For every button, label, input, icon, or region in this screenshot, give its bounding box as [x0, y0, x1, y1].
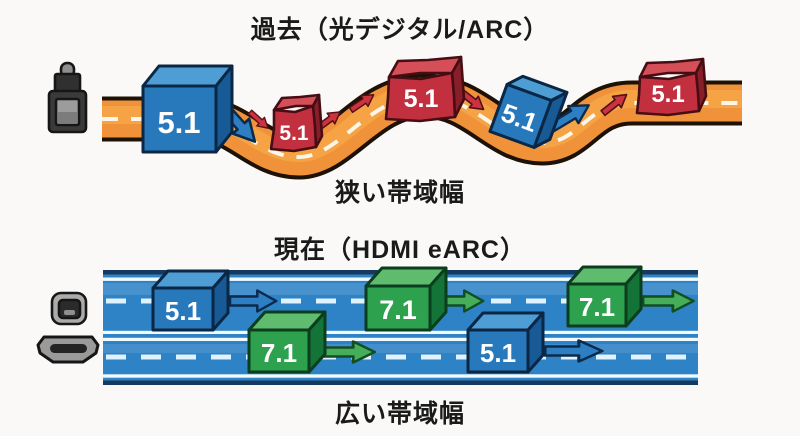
svg-text:7.1: 7.1 — [261, 338, 297, 368]
past-caption: 狭い帯域幅 — [334, 179, 465, 207]
hdmi-icon — [36, 335, 100, 364]
audio-box-51-blue-tilted: 5.1 — [488, 74, 569, 149]
svg-text:5.1: 5.1 — [165, 296, 201, 326]
lane-divider-line — [103, 330, 698, 334]
audio-box-71-green: 7.1 — [364, 266, 448, 332]
audio-box-51-blue: 5.1 — [141, 64, 234, 154]
past-title: 過去（光デジタル/ARC） — [250, 16, 550, 44]
audio-box-51-red-squashed: 5.1 — [635, 57, 708, 117]
optical-plug-icon — [47, 61, 88, 134]
svg-text:5.1: 5.1 — [480, 338, 516, 368]
lane-divider-line — [103, 337, 698, 341]
optical-port-icon — [50, 291, 88, 326]
svg-text:5.1: 5.1 — [404, 85, 439, 113]
audio-box-51-blue: 5.1 — [466, 311, 545, 374]
audio-box-71-green: 7.1 — [247, 310, 327, 374]
svg-text:7.1: 7.1 — [579, 292, 615, 322]
present-caption: 広い帯域幅 — [334, 400, 465, 428]
audio-box-71-green: 7.1 — [566, 265, 643, 328]
audio-box-51-red-squashed: 5.1 — [269, 93, 324, 153]
svg-text:7.1: 7.1 — [379, 295, 417, 325]
svg-text:5.1: 5.1 — [651, 81, 684, 108]
audio-box-51-blue: 5.1 — [151, 269, 230, 332]
past-road-centerline — [102, 93, 742, 160]
svg-text:5.1: 5.1 — [157, 105, 200, 140]
present-title: 現在（HDMI eARC） — [274, 236, 526, 264]
edge-line-bottom — [103, 374, 698, 378]
audio-box-51-red-squashed: 5.1 — [384, 55, 466, 123]
svg-text:5.1: 5.1 — [279, 122, 309, 145]
